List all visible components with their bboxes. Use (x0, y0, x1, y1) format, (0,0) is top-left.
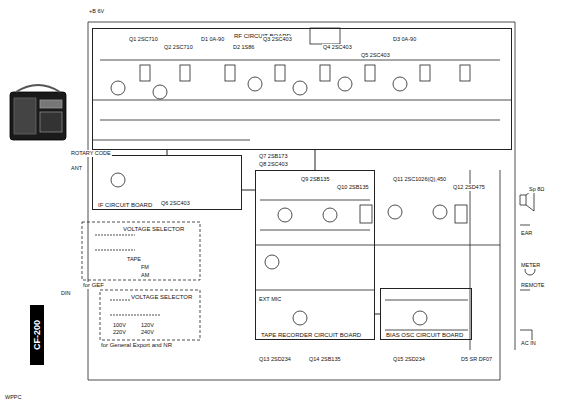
part-label: Q13 2SD234 (258, 356, 292, 363)
part-label: 100V (112, 322, 127, 329)
board-label: CF-200 (32, 319, 42, 351)
part-label: +B 6V (88, 8, 105, 15)
part-label: FM (140, 264, 150, 271)
tape-recorder-board: TAPE RECORDER CIRCUIT BOARD (255, 170, 375, 340)
part-label: Q3 2SC403 (262, 36, 293, 43)
part-label: 220V (112, 329, 127, 336)
bias-osc-board: BIAS OSC CIRCUIT BOARD (380, 288, 472, 340)
part-label: Q8 2SC403 (258, 161, 289, 168)
part-label: AM (140, 272, 150, 279)
part-label: Q15 2SD234 (392, 356, 426, 363)
part-label: D2 1S86 (232, 44, 255, 51)
part-label: METER (520, 262, 541, 269)
part-label: Q11 2SC1026(Q),450 (392, 176, 447, 183)
part-label: 240V (140, 329, 155, 336)
part-label: ROTARY CODE (70, 150, 112, 157)
part-label: Q6 2SC403 (160, 200, 191, 207)
part-label: WPPC (4, 394, 23, 401)
part-label: D1 0A-90 (200, 36, 225, 43)
box-note: for General Export and NR (100, 342, 173, 349)
rf-board: RF CIRCUIT BOARD (92, 28, 512, 150)
box-note: for GEF (82, 282, 105, 289)
part-label: Q10 2SB135 (336, 184, 370, 191)
radio-illustration (10, 85, 66, 140)
part-label: ANT (70, 165, 83, 172)
part-label: Q12 2SD475 (452, 184, 486, 191)
part-label: Q1 2SC710 (128, 36, 159, 43)
part-label: EXT MIC (258, 296, 282, 303)
wire-connector (242, 190, 255, 191)
model-badge: CF-200 (30, 305, 44, 365)
part-label: Q5 2SC403 (360, 52, 391, 59)
board-label: VOLTAGE SELECTOR (130, 294, 193, 301)
wire-connector (315, 150, 316, 170)
part-label: TAPE (126, 256, 142, 263)
board-label: BIAS OSC CIRCUIT BOARD (385, 332, 464, 339)
board-label: TAPE RECORDER CIRCUIT BOARD (260, 332, 362, 339)
board-label: VOLTAGE SELECTOR (122, 226, 185, 233)
part-label: Q4 2SC403 (322, 44, 353, 51)
part-label: Sp 8Ω (528, 186, 545, 193)
part-label: D5 SR DF07 (460, 356, 493, 363)
part-label: Q7 2SB173 (258, 153, 288, 160)
part-label: REMOTE (520, 282, 546, 289)
part-label: EAR (520, 230, 533, 237)
part-label: DIN (60, 290, 71, 297)
part-label: 120V (140, 322, 155, 329)
part-label: AC IN (520, 340, 537, 347)
part-label: Q2 2SC710 (163, 44, 194, 51)
part-label: Q14 2SB135 (308, 356, 342, 363)
part-label: D3 0A-90 (392, 36, 417, 43)
board-label: IF CIRCUIT BOARD (97, 202, 153, 209)
part-label: Q9 2SB135 (300, 176, 330, 183)
